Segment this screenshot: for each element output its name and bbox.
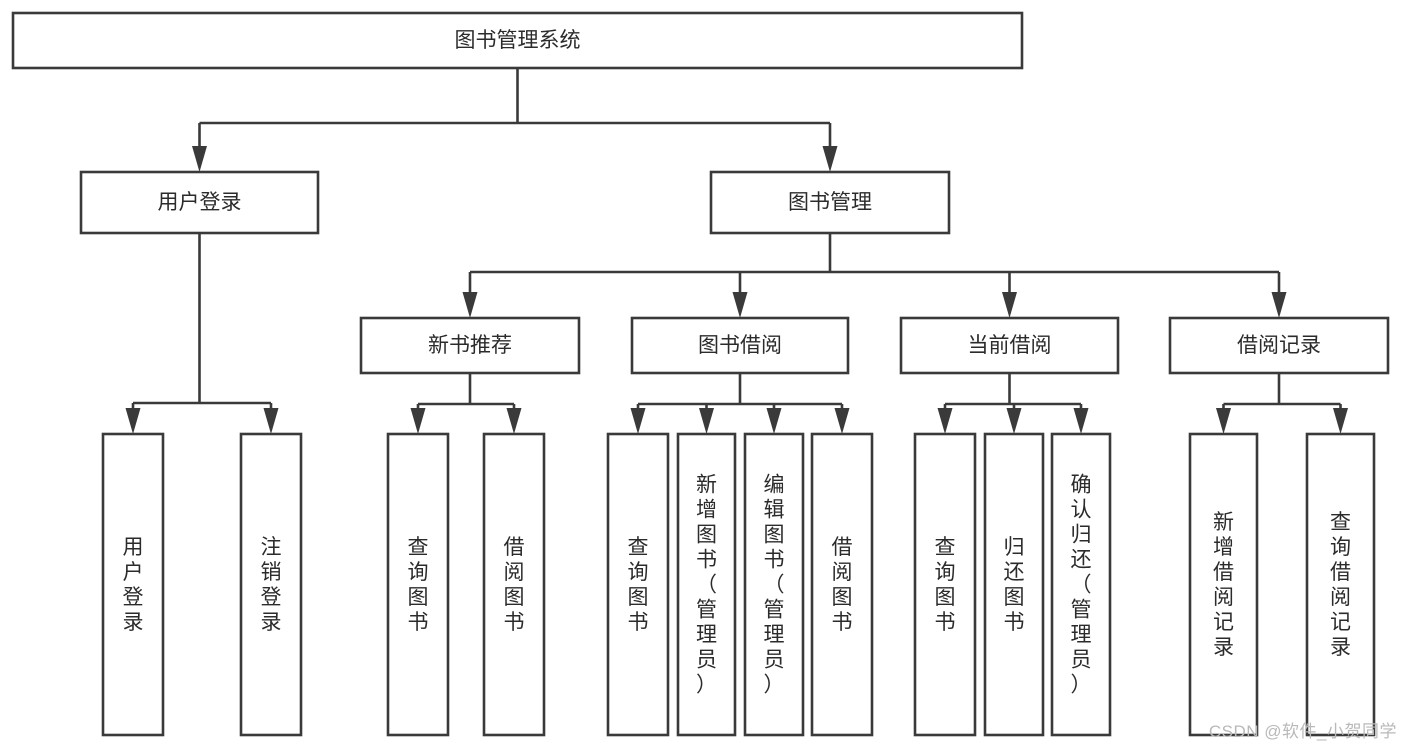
arrow-head-leaf-query-record <box>1333 408 1348 434</box>
node-box-leaf-add-record <box>1188 432 1259 737</box>
arrow-head-leaf-edit-book <box>766 408 782 434</box>
arrow-head-new-book-rec <box>462 292 478 318</box>
node-leaf-user-login[interactable]: 用户登录 <box>101 432 165 737</box>
node-label-leaf-add-record: 新增借阅记录 <box>1213 511 1234 659</box>
node-box-borrow-record <box>1168 316 1390 375</box>
node-label-leaf-query-book-rec: 查询图书 <box>408 536 429 634</box>
node-label-leaf-borrow-book: 借阅图书 <box>832 536 853 634</box>
node-label-leaf-confirm-return: 确认归还（管理员） <box>1071 474 1092 697</box>
node-label-leaf-borrow-book-rec: 借阅图书 <box>504 536 525 634</box>
node-leaf-query-book-current[interactable]: 查询图书 <box>913 432 977 737</box>
node-box-leaf-query-record <box>1305 432 1376 737</box>
node-box-new-book-rec <box>359 316 581 375</box>
arrow-head-book-manage <box>822 146 838 172</box>
arrow-head-leaf-add-record <box>1216 408 1231 434</box>
node-label-leaf-query-record: 查询借阅记录 <box>1330 511 1351 659</box>
arrow-head-leaf-confirm-return <box>1073 408 1089 434</box>
arrow-head-current-borrow <box>1002 292 1017 318</box>
arrow-head-leaf-borrow-book-rec <box>506 408 522 434</box>
node-box-leaf-edit-book <box>743 432 805 737</box>
node-box-leaf-add-book <box>676 432 737 737</box>
node-box-leaf-return-book <box>983 432 1045 737</box>
node-leaf-borrow-book-rec[interactable]: 借阅图书 <box>482 432 546 737</box>
node-borrow-record[interactable]: 借阅记录 <box>1168 316 1390 375</box>
node-leaf-return-book[interactable]: 归还图书 <box>983 432 1045 737</box>
node-box-leaf-query-book-borrow <box>606 432 670 737</box>
node-label-user-login: 用户登录 <box>158 191 242 214</box>
node-label-root: 图书管理系统 <box>455 29 581 52</box>
node-label-leaf-query-book-current: 查询图书 <box>935 536 956 634</box>
node-box-leaf-query-book-current <box>913 432 977 737</box>
node-leaf-confirm-return[interactable]: 确认归还（管理员） <box>1050 432 1112 737</box>
arrow-head-leaf-query-book-borrow <box>630 408 646 434</box>
node-label-current-borrow: 当前借阅 <box>968 334 1052 357</box>
edges-layer <box>125 68 1348 434</box>
node-box-user-login <box>79 170 320 235</box>
node-label-book-borrow: 图书借阅 <box>698 334 782 357</box>
node-box-leaf-confirm-return <box>1050 432 1112 737</box>
node-box-root <box>11 11 1024 70</box>
arrow-head-leaf-borrow-book <box>834 408 850 434</box>
node-new-book-rec[interactable]: 新书推荐 <box>359 316 581 375</box>
node-leaf-query-book-rec[interactable]: 查询图书 <box>386 432 450 737</box>
node-box-leaf-user-login <box>101 432 165 737</box>
node-user-login[interactable]: 用户登录 <box>79 170 320 235</box>
node-box-leaf-query-book-rec <box>386 432 450 737</box>
node-book-borrow[interactable]: 图书借阅 <box>630 316 850 375</box>
arrow-head-leaf-query-book-rec <box>410 408 426 434</box>
node-root[interactable]: 图书管理系统 <box>11 11 1024 70</box>
node-box-book-manage <box>709 170 951 235</box>
node-box-leaf-user-logout <box>239 432 303 737</box>
arrow-head-leaf-add-book <box>699 408 714 434</box>
node-box-leaf-borrow-book <box>810 432 874 737</box>
node-label-leaf-user-logout: 注销登录 <box>261 536 282 634</box>
arrow-head-borrow-record <box>1271 292 1287 318</box>
node-box-current-borrow <box>899 316 1120 375</box>
node-book-manage[interactable]: 图书管理 <box>709 170 951 235</box>
arrow-head-user-login <box>192 146 207 172</box>
node-current-borrow[interactable]: 当前借阅 <box>899 316 1120 375</box>
node-leaf-query-record[interactable]: 查询借阅记录 <box>1305 432 1376 737</box>
arrow-head-leaf-return-book <box>1006 408 1022 434</box>
node-label-book-manage: 图书管理 <box>788 191 872 214</box>
arrow-head-leaf-user-login <box>125 408 141 434</box>
node-leaf-edit-book[interactable]: 编辑图书（管理员） <box>743 432 805 737</box>
nodes-layer: 图书管理系统用户登录图书管理新书推荐图书借阅当前借阅借阅记录用户登录注销登录查询… <box>11 11 1390 737</box>
node-leaf-query-book-borrow[interactable]: 查询图书 <box>606 432 670 737</box>
node-label-leaf-query-book-borrow: 查询图书 <box>628 536 649 634</box>
node-label-borrow-record: 借阅记录 <box>1237 334 1321 357</box>
watermark-label: CSDN @软件_小贺同学 <box>1208 722 1397 741</box>
node-label-new-book-rec: 新书推荐 <box>428 334 512 357</box>
node-box-book-borrow <box>630 316 850 375</box>
node-box-leaf-borrow-book-rec <box>482 432 546 737</box>
node-leaf-add-book[interactable]: 新增图书（管理员） <box>676 432 737 737</box>
arrow-head-leaf-user-logout <box>263 408 279 434</box>
arrow-head-leaf-query-book-current <box>937 408 953 434</box>
node-leaf-borrow-book[interactable]: 借阅图书 <box>810 432 874 737</box>
node-label-leaf-return-book: 归还图书 <box>1004 536 1025 634</box>
node-label-leaf-user-login: 用户登录 <box>123 536 144 634</box>
arrow-head-book-borrow <box>732 292 748 318</box>
node-leaf-user-logout[interactable]: 注销登录 <box>239 432 303 737</box>
node-label-leaf-edit-book: 编辑图书（管理员） <box>764 474 785 697</box>
node-leaf-add-record[interactable]: 新增借阅记录 <box>1188 432 1259 737</box>
node-label-leaf-add-book: 新增图书（管理员） <box>696 474 717 697</box>
